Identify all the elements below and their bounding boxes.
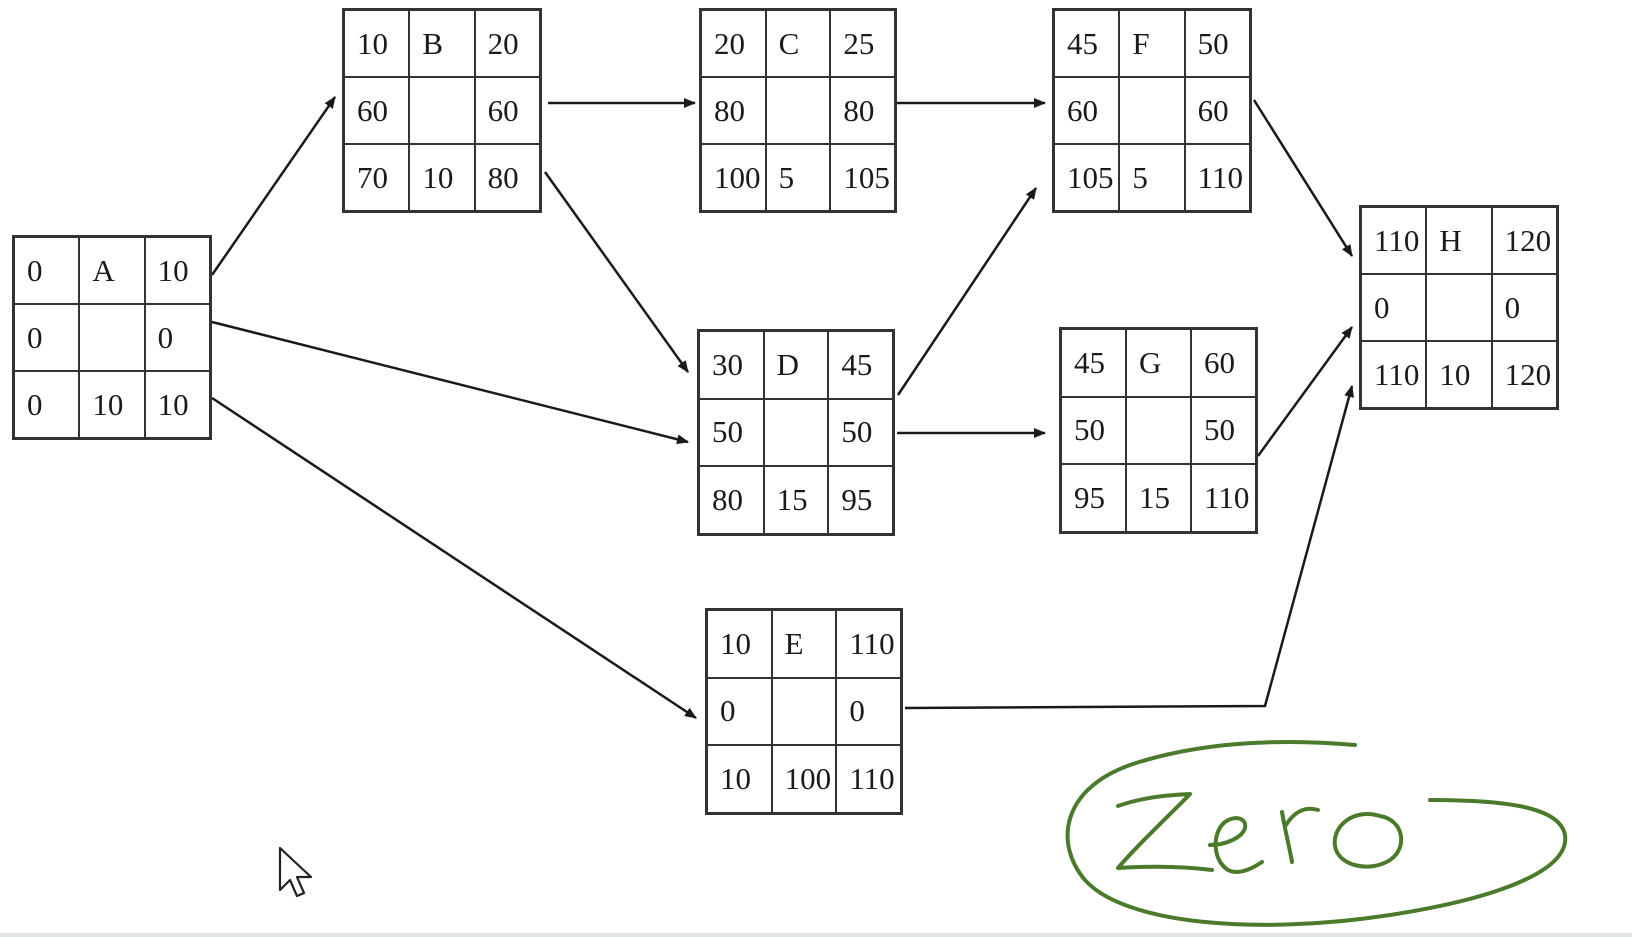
node-d-early-finish: 45	[828, 331, 893, 399]
node-b-late-start: 60	[344, 77, 410, 144]
node-b-early-start: 10	[344, 10, 410, 77]
node-f-slack: 105	[1054, 144, 1120, 211]
activity-node-f: 45 F 50 60 60 105 5 110	[1052, 8, 1252, 213]
node-b-duration: 10	[409, 144, 475, 211]
bottom-edge-strip	[0, 933, 1632, 937]
node-f-late-finish: 60	[1184, 77, 1250, 144]
node-g-early-start: 45	[1061, 329, 1126, 397]
node-h-early-finish: 120	[1491, 207, 1557, 274]
activity-node-g: 45 G 60 50 50 95 15 110	[1059, 327, 1258, 534]
activity-node-c: 20 C 25 80 80 100 5 105	[699, 8, 897, 213]
node-h-late-start: 0	[1361, 274, 1427, 341]
node-h-early-start: 110	[1361, 207, 1427, 274]
node-e-finish: 110	[836, 745, 901, 813]
node-e-slack: 10	[707, 745, 772, 813]
node-f-label: F	[1119, 10, 1185, 77]
node-a-late-finish: 0	[144, 304, 210, 371]
node-a-label: A	[79, 237, 145, 304]
node-e-middle	[771, 677, 837, 746]
node-f-early-start: 45	[1054, 10, 1120, 77]
edge-a-to-e	[211, 396, 697, 720]
edge-d-to-f	[896, 187, 1038, 396]
edge-b-to-d	[543, 171, 690, 373]
node-f-late-start: 60	[1054, 77, 1120, 144]
activity-node-a: 0 A 10 0 0 0 10 10	[12, 235, 212, 440]
node-b-label: B	[409, 10, 475, 77]
node-g-late-finish: 50	[1191, 396, 1256, 465]
node-c-slack: 100	[701, 144, 766, 211]
node-c-early-start: 20	[701, 10, 766, 77]
node-b-middle	[409, 77, 475, 144]
node-d-finish: 95	[828, 466, 893, 534]
node-a-slack: 0	[14, 371, 80, 438]
node-g-finish: 110	[1191, 464, 1256, 532]
node-f-duration: 5	[1119, 144, 1185, 211]
node-g-label: G	[1126, 329, 1191, 397]
node-g-slack: 95	[1061, 464, 1126, 532]
node-b-late-finish: 60	[474, 77, 540, 144]
node-a-duration: 10	[79, 371, 145, 438]
activity-node-d: 30 D 45 50 50 80 15 95	[697, 329, 895, 536]
node-f-middle	[1119, 77, 1185, 144]
activity-node-b: 10 B 20 60 60 70 10 80	[342, 8, 542, 213]
node-e-early-start: 10	[707, 610, 772, 678]
node-e-late-finish: 0	[836, 677, 901, 746]
node-d-label: D	[763, 331, 829, 399]
edge-f-to-h	[1252, 99, 1354, 257]
node-h-finish: 120	[1491, 341, 1557, 408]
node-d-early-start: 30	[699, 331, 764, 399]
node-c-duration: 5	[765, 144, 831, 211]
node-d-late-finish: 50	[828, 398, 893, 467]
node-h-duration: 10	[1426, 341, 1492, 408]
mouse-pointer-icon	[278, 846, 313, 898]
node-e-duration: 100	[771, 745, 837, 813]
node-c-early-finish: 25	[830, 10, 895, 77]
node-c-finish: 105	[830, 144, 895, 211]
node-g-duration: 15	[1126, 464, 1191, 532]
node-d-late-start: 50	[699, 398, 764, 467]
node-h-late-finish: 0	[1491, 274, 1557, 341]
node-b-early-finish: 20	[474, 10, 540, 77]
node-e-late-start: 0	[707, 677, 772, 746]
node-h-label: H	[1426, 207, 1492, 274]
edge-e-to-h	[904, 385, 1354, 710]
edge-a-to-b	[210, 96, 337, 276]
node-c-late-finish: 80	[830, 77, 895, 144]
node-d-duration: 15	[763, 466, 829, 534]
node-b-slack: 70	[344, 144, 410, 211]
node-g-late-start: 50	[1061, 396, 1126, 465]
node-c-late-start: 80	[701, 77, 766, 144]
edge-a-to-d	[211, 320, 689, 445]
node-d-slack: 80	[699, 466, 764, 534]
node-a-finish: 10	[144, 371, 210, 438]
node-c-middle	[765, 77, 831, 144]
node-f-early-finish: 50	[1184, 10, 1250, 77]
node-g-middle	[1126, 396, 1191, 465]
node-e-label: E	[771, 610, 837, 678]
node-a-middle	[79, 304, 145, 371]
node-a-early-finish: 10	[144, 237, 210, 304]
node-c-label: C	[765, 10, 831, 77]
activity-node-e: 10 E 110 0 0 10 100 110	[705, 608, 903, 815]
node-a-late-start: 0	[14, 304, 80, 371]
node-g-early-finish: 60	[1191, 329, 1256, 397]
node-b-finish: 80	[474, 144, 540, 211]
node-d-middle	[763, 398, 829, 467]
node-a-early-start: 0	[14, 237, 80, 304]
node-h-middle	[1426, 274, 1492, 341]
node-e-early-finish: 110	[836, 610, 901, 678]
node-h-slack: 110	[1361, 341, 1427, 408]
edge-g-to-h	[1256, 326, 1354, 457]
node-f-finish: 110	[1184, 144, 1250, 211]
activity-node-h: 110 H 120 0 0 110 10 120	[1359, 205, 1559, 410]
